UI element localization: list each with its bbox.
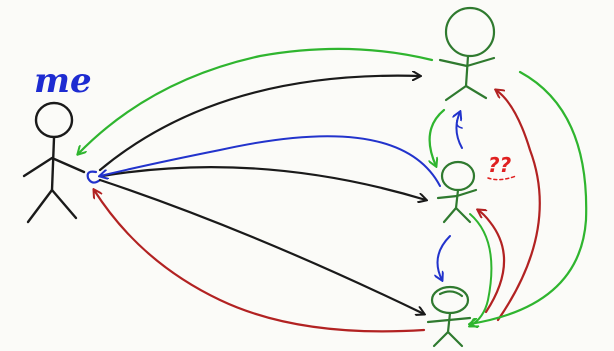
top-person-arms	[438, 56, 496, 68]
middle-squiggle	[455, 117, 463, 129]
top-person-legs	[444, 84, 488, 102]
me-arms	[22, 156, 86, 178]
bottom-person-arms	[426, 316, 472, 324]
arrow-me-to-top	[98, 76, 420, 172]
bottom-person-hair	[438, 290, 464, 298]
arrow-bottom-to-me	[94, 190, 426, 333]
arrow-middle-to-bottom	[438, 235, 451, 280]
middle-person-head	[440, 160, 476, 192]
arrow-middle-to-bottom-green	[470, 213, 493, 326]
arrow-top-to-me	[78, 47, 434, 154]
bottom-stick-figure	[426, 285, 472, 348]
arrow-middle-to-me	[100, 135, 441, 187]
me-origin-squiggle	[86, 170, 102, 184]
arrow-top-to-bottom	[470, 70, 588, 324]
middle-person-arms	[436, 188, 478, 200]
me-body	[50, 136, 56, 192]
question-label: ??	[488, 153, 512, 177]
arrow-bottom-to-middle	[478, 210, 506, 314]
arrow-bottom-to-top	[496, 90, 541, 322]
me-legs	[26, 188, 78, 224]
middle-person-body	[454, 188, 460, 210]
top-person-head	[444, 6, 496, 58]
arrow-middle-to-top	[456, 112, 463, 149]
question-underline	[487, 175, 517, 181]
arrow-me-to-middle	[100, 166, 426, 200]
arrow-me-to-bottom	[98, 178, 424, 314]
me-head	[34, 101, 74, 139]
bottom-person-body	[446, 311, 452, 334]
middle-stick-figure	[436, 160, 478, 224]
bottom-person-legs	[432, 330, 464, 348]
top-person-body	[464, 54, 470, 88]
me-stick-figure	[22, 101, 86, 224]
middle-person-legs	[442, 206, 472, 224]
top-stick-figure	[438, 6, 496, 102]
me-label: me	[34, 61, 92, 101]
arrow-top-to-middle	[430, 108, 446, 166]
